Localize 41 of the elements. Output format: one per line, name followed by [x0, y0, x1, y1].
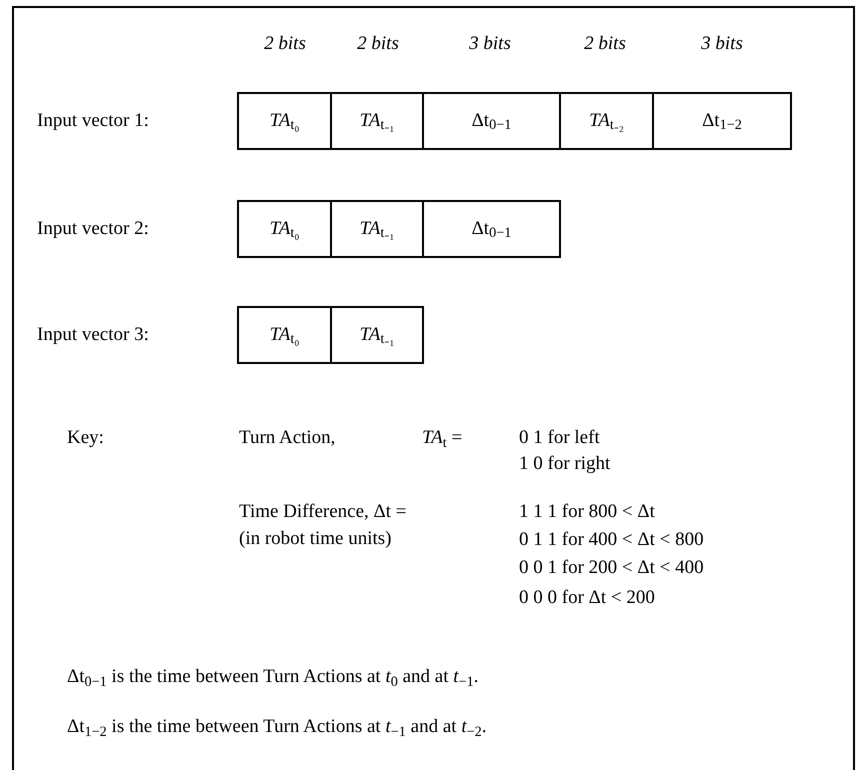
text-label: 0 0 1 for 200 < Δt < 400: [519, 556, 704, 580]
text-label: Key:: [67, 426, 104, 450]
text-label: Input vector 2:: [37, 217, 149, 241]
bit-width-label: 3 bits: [469, 32, 511, 56]
bit-field-cell: [559, 92, 654, 150]
field-label: TA$_{t₀}$: [270, 108, 300, 136]
text-label: Input vector 3:: [37, 323, 149, 347]
field-label: Δt$_{1−2}$: [702, 108, 742, 136]
text-label: Input vector 1:: [37, 109, 149, 133]
text-label: 1 0 for right: [519, 452, 610, 476]
text-label: (in robot time units): [239, 527, 392, 551]
field-label: TA$_{t₀}$: [270, 216, 300, 244]
text-label: Time Difference, Δt =: [239, 500, 407, 524]
bit-field-cell: [330, 306, 424, 364]
bit-field-cell: [237, 92, 332, 150]
bit-field-cell: [237, 200, 332, 258]
text-label: 0 1 1 for 400 < Δt < 800: [519, 528, 704, 552]
text-label: Δt$_{0−1}$ is the time between Turn Actions at t$_{0}$ and at t$_{−1}$.: [67, 665, 478, 689]
text-label: 0 0 0 for Δt < 200: [519, 586, 655, 610]
field-label: Δt$_{0−1}$: [472, 108, 512, 136]
bit-field-cell: [237, 306, 332, 364]
field-label: TA$_{t₀}$: [270, 322, 300, 350]
bit-field-cell: [652, 92, 792, 150]
field-label: TA$_{t₋₁}$: [360, 216, 394, 244]
field-label: TA$_{t₋₁}$: [360, 322, 394, 350]
field-label: TA$_{t₋₁}$: [360, 108, 394, 136]
field-label: Δt$_{0−1}$: [472, 216, 512, 244]
text-label: TA$_{t}$ =: [422, 426, 462, 450]
text-label: 1 1 1 for 800 < Δt: [519, 500, 655, 524]
text-label: Δt$_{1−2}$ is the time between Turn Actions at t$_{−1}$ and at t$_{−2}$.: [67, 715, 487, 739]
bit-width-label: 2 bits: [584, 32, 626, 56]
bit-field-cell: [422, 200, 561, 258]
bit-field-cell: [330, 200, 424, 258]
bit-field-cell: [330, 92, 424, 150]
bit-width-label: 2 bits: [264, 32, 306, 56]
bit-width-label: 2 bits: [357, 32, 399, 56]
text-label: 0 1 for left: [519, 426, 600, 450]
bit-field-cell: [422, 92, 561, 150]
bit-width-label: 3 bits: [701, 32, 743, 56]
text-label: Turn Action,: [239, 426, 336, 450]
field-label: TA$_{t₋₂}$: [589, 108, 624, 136]
